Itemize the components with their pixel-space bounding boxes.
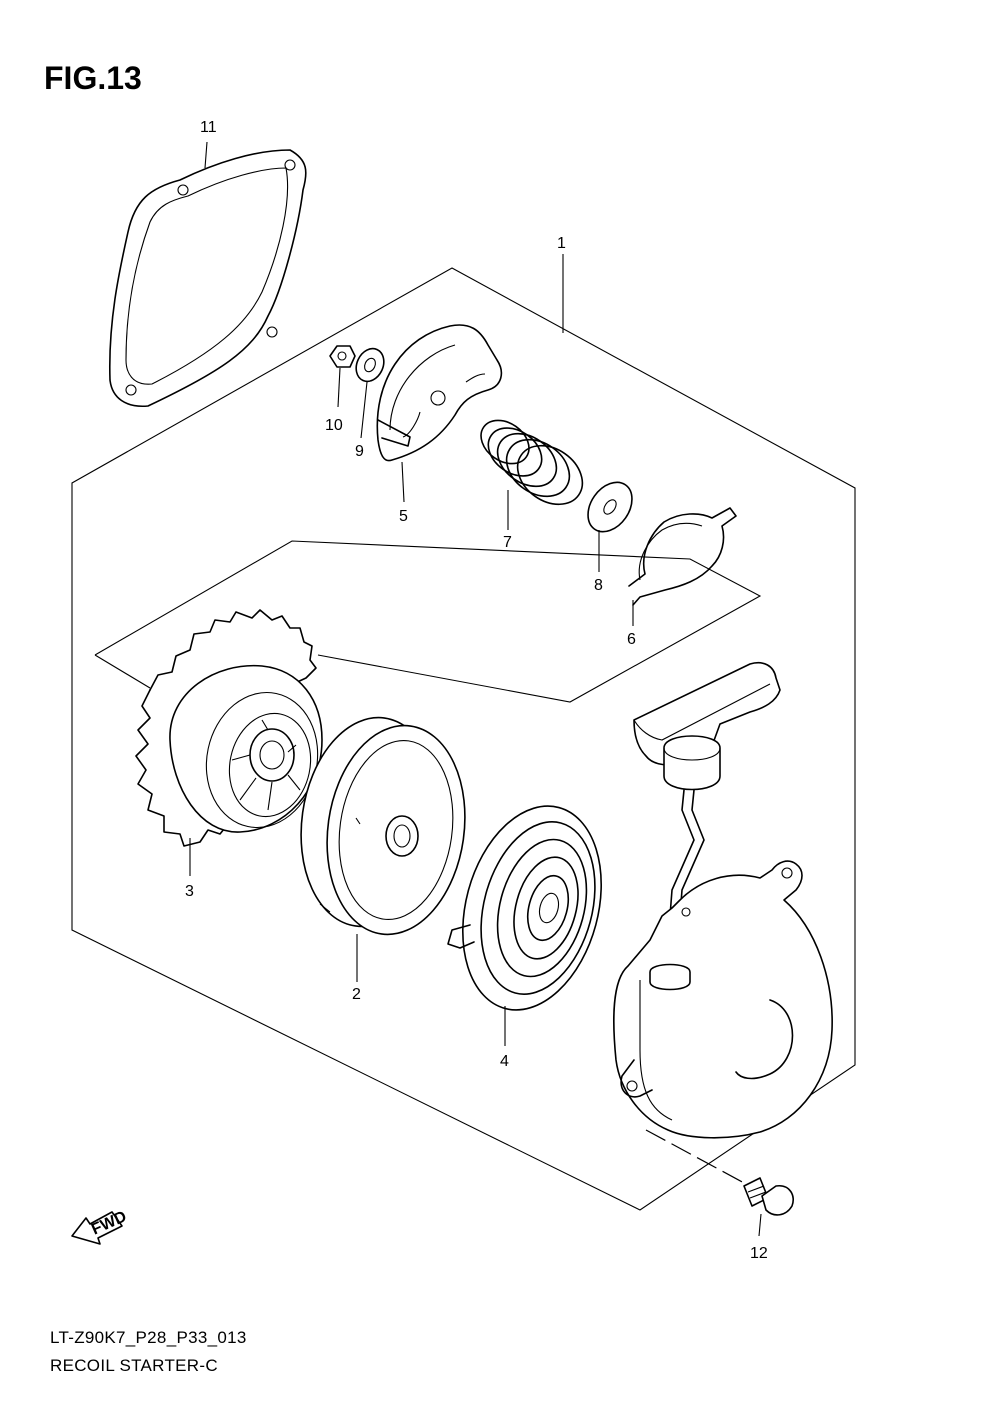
bolt-part xyxy=(743,1177,794,1216)
spring-part xyxy=(480,419,584,506)
friction-spring-part xyxy=(628,507,737,606)
assembly-outline xyxy=(71,267,856,1211)
plate-washer-part xyxy=(587,481,633,533)
starter-case-part xyxy=(613,860,833,1139)
washer-part xyxy=(355,347,385,383)
callout-2: 2 xyxy=(352,986,361,1003)
callout-9: 9 xyxy=(355,443,364,460)
callout-7: 7 xyxy=(503,534,512,551)
callout-1: 1 xyxy=(557,235,566,252)
handle-rope-part xyxy=(633,662,781,969)
ratchet-guide-part xyxy=(376,324,503,462)
callout-5: 5 xyxy=(399,508,408,525)
callout-10: 10 xyxy=(325,417,343,434)
inner-group-outline xyxy=(94,540,762,703)
callout-12: 12 xyxy=(750,1245,768,1262)
drive-gear-part xyxy=(135,609,323,847)
leader-lines xyxy=(189,141,762,1237)
diagram-code: LT-Z90K7_P28_P33_013 xyxy=(50,1328,247,1347)
reel-part xyxy=(300,716,466,936)
callout-8: 8 xyxy=(594,577,603,594)
callout-6: 6 xyxy=(627,631,636,648)
gasket-part xyxy=(108,149,307,407)
callout-4: 4 xyxy=(500,1053,509,1070)
callout-3: 3 xyxy=(185,883,194,900)
recoil-spring-part xyxy=(447,805,603,1011)
callout-11: 11 xyxy=(200,119,217,136)
fwd-direction-arrow: FWD xyxy=(71,1208,129,1245)
diagram-name: RECOIL STARTER-C xyxy=(50,1356,218,1375)
figure-title: FIG.13 xyxy=(44,60,142,96)
bolt-center-line xyxy=(645,1129,747,1185)
nut-part xyxy=(329,345,356,368)
